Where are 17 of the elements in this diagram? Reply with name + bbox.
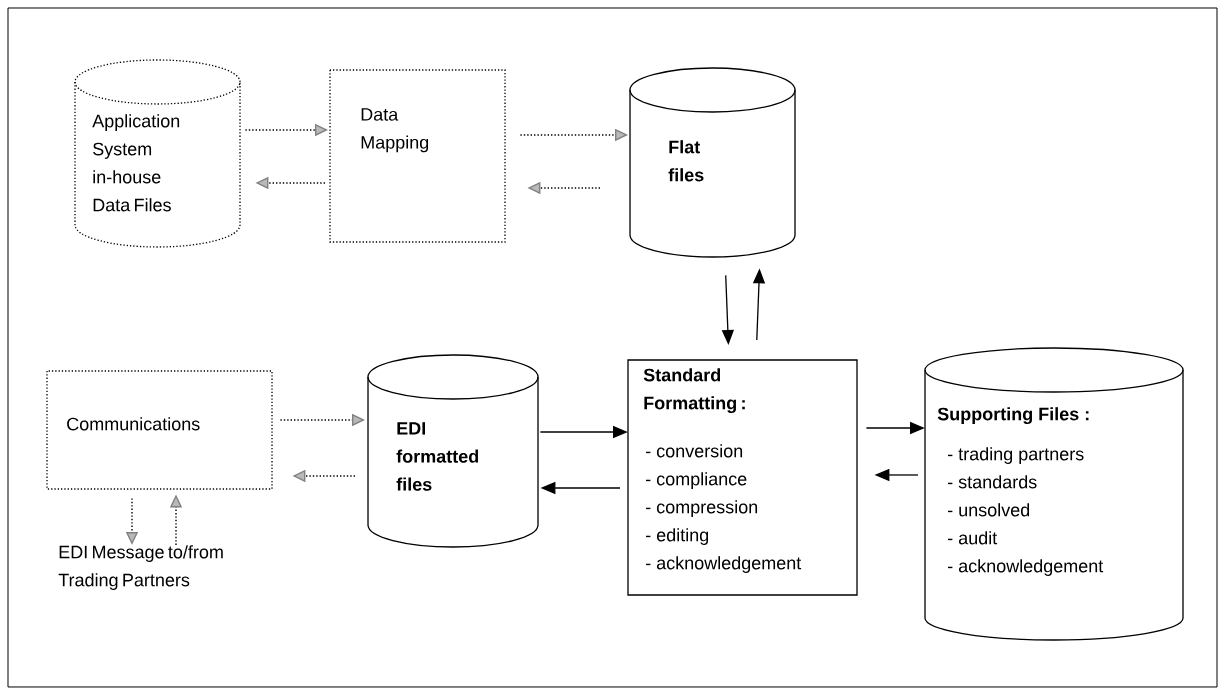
database-cylinder: Flat files xyxy=(629,67,796,258)
node-label: - audit xyxy=(948,531,998,545)
node-label: Supporting Files : xyxy=(937,407,1089,425)
database-cylinder: Application System in-house Data Files xyxy=(74,59,241,248)
process-box: Communications xyxy=(46,370,273,490)
database-cylinder: EDI formatted files xyxy=(367,354,539,548)
node-label: - acknowledgement xyxy=(948,559,1104,576)
node-label: - trading partners xyxy=(948,447,1084,464)
process-box: Standard Formatting : - conversion - compliance - compression - editing - acknowledgement xyxy=(627,359,858,596)
process-box: Data Mapping xyxy=(329,69,506,243)
node-label: EDI formatted files xyxy=(396,422,479,491)
node-label: Flat files xyxy=(668,140,704,182)
database-cylinder: Supporting Files : - trading partners - standards - unsolved - audit - acknowledgement xyxy=(924,347,1184,641)
caption-text: EDI Message to/from Trading Partners xyxy=(58,545,223,590)
node-label: Application System in-house Data Files xyxy=(92,114,180,212)
node-label: - standards xyxy=(948,475,1037,489)
node-label: - unsolved xyxy=(948,503,1030,517)
